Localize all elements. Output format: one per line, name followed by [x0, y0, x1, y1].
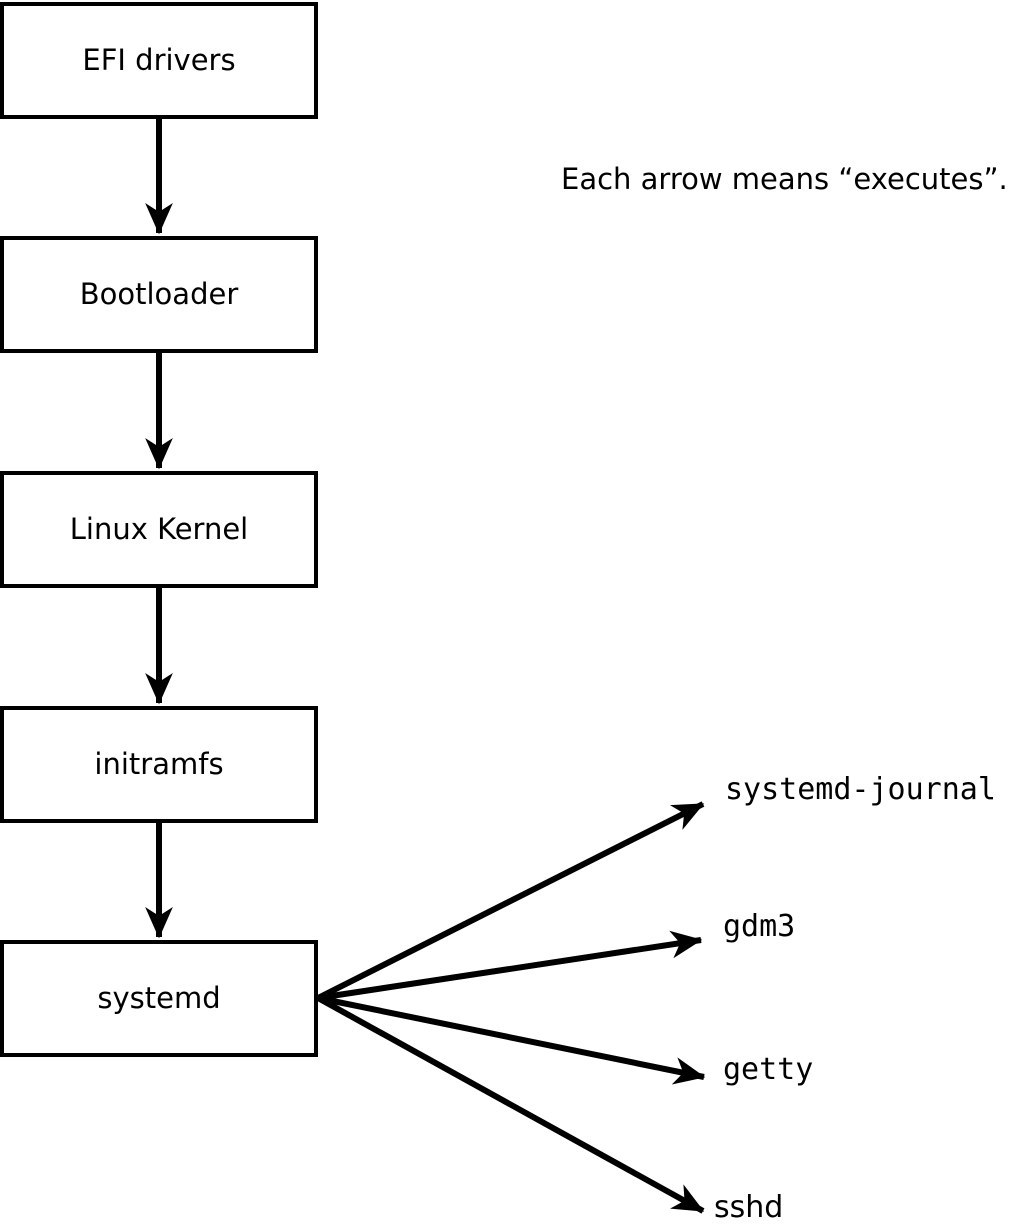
annotation-note: Each arrow means “executes”.: [561, 162, 1008, 196]
arrow-systemd-to-getty: [317, 995, 706, 1085]
box-systemd: systemd: [0, 940, 318, 1057]
box-efi-drivers-label: EFI drivers: [82, 43, 236, 77]
box-linux-kernel-label: Linux Kernel: [69, 512, 249, 546]
label-sshd: sshd: [714, 1190, 784, 1225]
box-bootloader: Bootloader: [0, 236, 318, 353]
arrow-systemd-to-gdm3: [317, 930, 703, 1001]
box-initramfs: initramfs: [0, 706, 318, 823]
label-gdm3: gdm3: [723, 909, 796, 944]
box-systemd-label: systemd: [97, 981, 221, 1015]
arrow-systemd-to-journal: [316, 801, 705, 1001]
label-getty: getty: [723, 1052, 814, 1087]
box-bootloader-label: Bootloader: [79, 277, 239, 311]
label-systemd-journal: systemd-journal: [725, 772, 996, 807]
box-linux-kernel: Linux Kernel: [0, 471, 318, 588]
box-efi-drivers: EFI drivers: [0, 2, 318, 119]
arrow-systemd-to-sshd: [316, 995, 705, 1214]
box-initramfs-label: initramfs: [94, 747, 224, 781]
